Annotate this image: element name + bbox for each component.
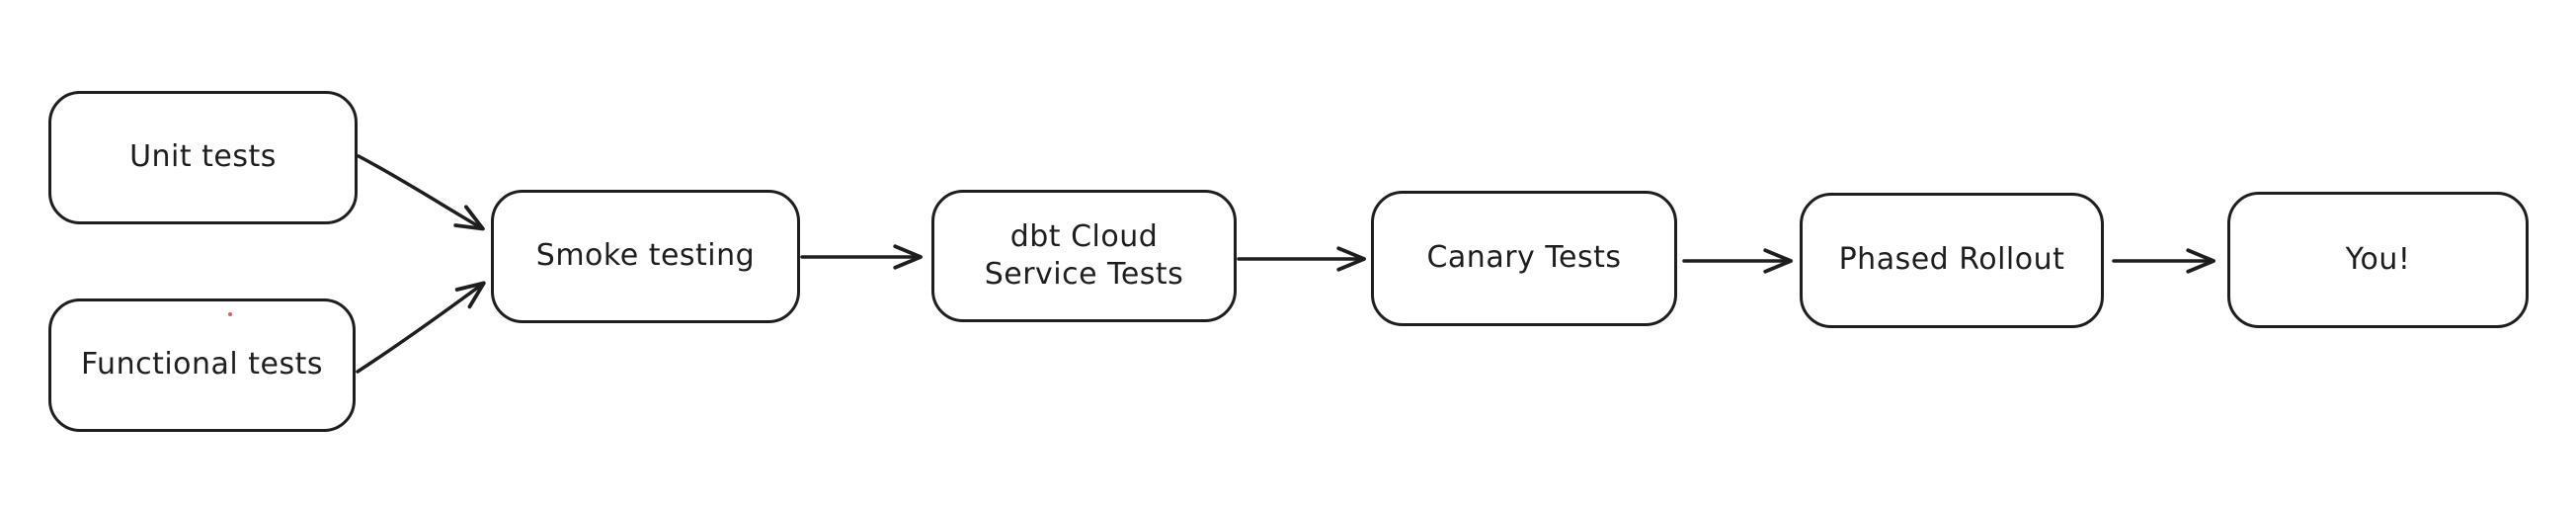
node-you: You! <box>2227 192 2529 328</box>
arrow-functional-tests-to-smoke-testing <box>356 281 486 374</box>
arrow-unit-tests-to-smoke-testing <box>357 154 485 231</box>
node-dbt-cloud-service-tests: dbt Cloud Service Tests <box>931 190 1237 322</box>
node-smoke-testing: Smoke testing <box>491 190 800 323</box>
node-functional-tests: Functional tests <box>48 298 356 432</box>
node-unit-tests-label: Unit tests <box>129 139 277 175</box>
node-you-label: You! <box>2345 241 2411 277</box>
node-dbt-cloud-service-tests-label: dbt Cloud Service Tests <box>984 218 1184 292</box>
node-functional-tests-label: Functional tests <box>80 347 324 382</box>
node-phased-rollout-label: Phased Rollout <box>1838 242 2065 278</box>
node-canary-tests-label: Canary Tests <box>1426 240 1622 276</box>
node-unit-tests: Unit tests <box>48 91 358 224</box>
node-phased-rollout: Phased Rollout <box>1800 193 2104 328</box>
stray-red-dot <box>228 312 232 316</box>
node-canary-tests: Canary Tests <box>1371 191 1677 326</box>
node-smoke-testing-label: Smoke testing <box>535 238 756 274</box>
